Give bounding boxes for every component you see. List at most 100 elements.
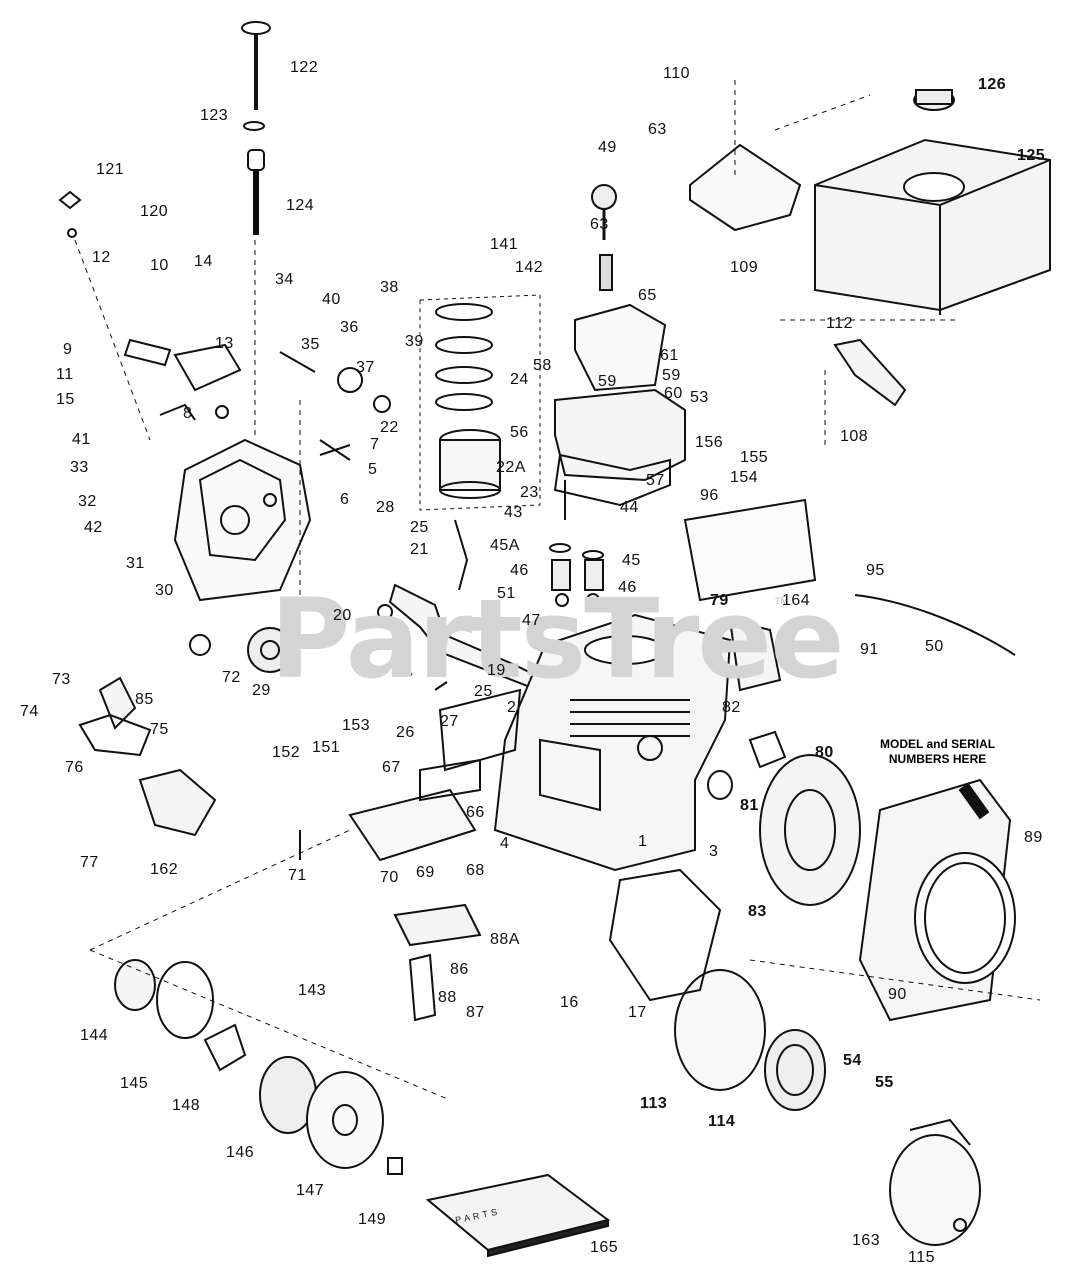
callout-15: 15: [56, 391, 75, 408]
muffler-part: [78, 634, 217, 837]
callout-81: 81: [740, 797, 759, 814]
callout-32: 32: [78, 493, 97, 510]
callout-53: 53: [690, 389, 709, 406]
callout-156: 156: [695, 434, 724, 451]
breather-gasket-parts: [299, 688, 522, 862]
callout-153: 153: [342, 717, 371, 734]
callout-42: 42: [84, 519, 103, 536]
callout-145: 145: [120, 1075, 149, 1092]
callout-9: 9: [63, 341, 73, 358]
callout-33: 33: [70, 459, 89, 476]
callout-59-right: 59: [662, 367, 681, 384]
callout-74: 74: [20, 703, 39, 720]
callout-13: 13: [215, 335, 234, 352]
trademark-mark: TM: [775, 596, 788, 606]
callout-12: 12: [92, 249, 111, 266]
callout-8: 8: [183, 405, 193, 422]
callout-89: 89: [1024, 829, 1043, 846]
blower-housing-part: [858, 778, 1016, 1022]
callout-30: 30: [155, 582, 174, 599]
callout-11: 11: [56, 366, 74, 383]
callout-143: 143: [298, 982, 327, 999]
callout-22: 22: [380, 419, 399, 436]
callout-70: 70: [380, 869, 399, 886]
callout-25-lower: 25: [474, 683, 493, 700]
callout-51: 51: [497, 585, 516, 602]
callout-20: 20: [333, 607, 352, 624]
callout-113: 113: [640, 1095, 668, 1112]
callout-7: 7: [370, 436, 380, 453]
carburetor-part: [553, 184, 686, 507]
callout-36: 36: [340, 319, 359, 336]
callout-24: 24: [510, 371, 529, 388]
callout-146: 146: [226, 1144, 255, 1161]
callout-154: 154: [730, 469, 759, 486]
control-parts: [393, 903, 482, 1022]
callout-4: 4: [500, 835, 510, 852]
callout-17: 17: [628, 1004, 647, 1021]
callout-115: 115: [908, 1249, 936, 1266]
callout-148: 148: [172, 1097, 201, 1114]
callout-66: 66: [466, 804, 485, 821]
callout-38: 38: [380, 279, 399, 296]
callout-46-left: 46: [510, 562, 529, 579]
starter-parts: [608, 868, 981, 1246]
callout-72: 72: [222, 669, 241, 686]
callout-125: 125: [1017, 147, 1046, 164]
callout-68: 68: [466, 862, 485, 879]
callout-80: 80: [815, 744, 834, 761]
callout-88A: 88A: [490, 931, 520, 948]
callout-152: 152: [272, 744, 301, 761]
callout-22A: 22A: [496, 459, 526, 476]
callout-73: 73: [52, 671, 71, 688]
callout-41: 41: [72, 431, 91, 448]
callout-55: 55: [875, 1074, 894, 1091]
callout-63-upper: 63: [590, 216, 609, 233]
callout-122: 122: [290, 59, 319, 76]
callout-149: 149: [358, 1211, 387, 1228]
callout-69: 69: [416, 864, 435, 881]
model-serial-note-line1: MODEL and SERIAL: [880, 737, 996, 751]
callout-56: 56: [510, 424, 529, 441]
callout-114: 114: [708, 1113, 736, 1130]
callout-45: 45: [622, 552, 641, 569]
callout-65: 65: [638, 287, 657, 304]
callout-96: 96: [700, 487, 719, 504]
callout-35: 35: [301, 336, 320, 353]
callout-60: 60: [664, 385, 683, 402]
callout-79: 79: [710, 592, 729, 609]
callout-77: 77: [80, 854, 99, 871]
callout-1: 1: [638, 833, 648, 850]
callout-75: 75: [150, 721, 169, 738]
callout-63-lower: 63: [648, 121, 667, 138]
callout-44: 44: [620, 499, 639, 516]
model-serial-note: MODEL and SERIAL NUMBERS HERE: [880, 737, 995, 767]
callout-67: 67: [382, 759, 401, 776]
callout-5: 5: [368, 461, 378, 478]
parts-manual-part: [425, 1173, 611, 1258]
callout-10: 10: [150, 257, 169, 274]
callout-49: 49: [598, 139, 617, 156]
callout-95: 95: [866, 562, 885, 579]
callout-142: 142: [515, 259, 544, 276]
callout-120: 120: [140, 203, 169, 220]
callout-90: 90: [888, 986, 907, 1003]
callout-112: 112: [826, 315, 854, 332]
callout-34: 34: [275, 271, 294, 288]
callout-39: 39: [405, 333, 424, 350]
callout-23: 23: [520, 484, 539, 501]
callout-126: 126: [978, 76, 1007, 93]
callout-108: 108: [840, 428, 869, 445]
flywheel-part: [707, 730, 861, 906]
callout-124: 124: [286, 197, 315, 214]
callout-45A: 45A: [490, 537, 520, 554]
callout-31: 31: [126, 555, 145, 572]
callout-14: 14: [194, 253, 213, 270]
cylinder-block-part: [493, 613, 732, 872]
callout-58: 58: [533, 357, 552, 374]
callout-87: 87: [466, 1004, 485, 1021]
callout-40: 40: [322, 291, 341, 308]
callout-123: 123: [200, 107, 229, 124]
model-serial-note-line2: NUMBERS HERE: [888, 752, 987, 766]
callout-110: 110: [663, 65, 691, 82]
